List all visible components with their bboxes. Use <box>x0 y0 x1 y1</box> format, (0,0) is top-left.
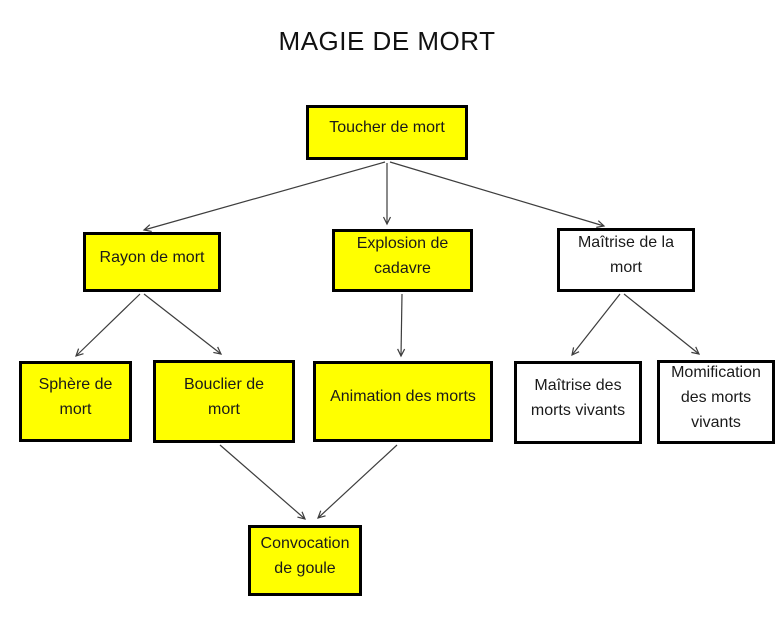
node-label: Maîtrise des morts vivants <box>530 376 626 419</box>
arrow-toucher-to-rayon <box>142 161 386 233</box>
arrow-explosion-to-animation <box>397 293 406 358</box>
node-label: Convocation de goule <box>260 534 350 577</box>
node-maitrise-des-morts-vivants[interactable]: Maîtrise des morts vivants <box>514 361 642 444</box>
node-label: Animation des morts <box>330 388 476 405</box>
node-explosion-de-cadavre[interactable]: Explosion de cadavre <box>332 229 473 292</box>
node-label: Explosion de cadavre <box>356 234 449 277</box>
arrow-rayon-to-bouclier <box>143 293 223 355</box>
arrow-rayon-to-sphere <box>75 293 141 357</box>
node-label: Momification des morts vivants <box>671 363 761 431</box>
node-sphere-de-mort[interactable]: Sphère de mort <box>19 361 132 442</box>
node-convocation-de-goule[interactable]: Convocation de goule <box>248 525 362 596</box>
node-bouclier-de-mort[interactable]: Bouclier de mort <box>153 360 295 443</box>
arrow-maitrise-mort-to-momification <box>623 293 701 355</box>
node-momification-des-morts-vivants[interactable]: Momification des morts vivants <box>657 360 775 444</box>
node-label: Rayon de mort <box>99 248 205 266</box>
node-toucher-de-mort[interactable]: Toucher de mort <box>306 105 468 160</box>
diagram-title: MAGIE DE MORT <box>278 26 496 56</box>
arrow-bouclier-to-convocation <box>219 444 307 520</box>
node-maitrise-de-la-mort[interactable]: Maîtrise de la mort <box>557 228 695 292</box>
node-label: Toucher de mort <box>329 119 445 136</box>
arrow-toucher-to-maitrise-mort <box>389 161 606 228</box>
node-rayon-de-mort[interactable]: Rayon de mort <box>83 232 221 292</box>
arrow-animation-to-convocation <box>317 444 398 519</box>
node-animation-des-morts[interactable]: Animation des morts <box>313 361 493 442</box>
arrow-maitrise-mort-to-maitrise-mv <box>571 293 621 357</box>
node-label: Sphère de mort <box>38 375 113 418</box>
node-label: Maîtrise de la mort <box>577 234 675 276</box>
node-label: Bouclier de mort <box>183 375 265 418</box>
